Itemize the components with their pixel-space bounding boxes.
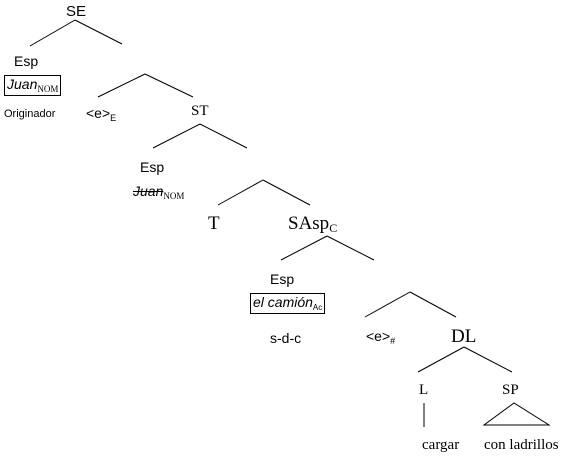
e-1-sub: E	[110, 113, 117, 123]
originador-label: Originador	[4, 108, 56, 120]
node-esp-1: Esp	[14, 53, 39, 69]
branch-se-left	[29, 19, 76, 47]
branch-sebar-left	[97, 73, 146, 98]
node-dl: DL	[451, 326, 477, 347]
word-cargar: cargar	[422, 437, 460, 453]
node-st: ST	[191, 103, 209, 119]
sp-triangle	[482, 402, 551, 426]
node-esp-2: Esp	[140, 159, 165, 175]
node-se: SE	[66, 3, 87, 20]
juan-1-sub: NOM	[37, 84, 59, 94]
node-sp: SP	[502, 382, 519, 398]
e-1-text: <e>	[86, 105, 111, 121]
branch-saspbar-right	[409, 291, 457, 318]
node-e-hash: <e>#	[366, 329, 395, 346]
phrase-con-ladrillos: con ladrillos	[484, 437, 559, 453]
camion-text: el camión	[253, 294, 313, 310]
node-l: L	[419, 382, 429, 398]
node-e-e: <e>E	[86, 106, 116, 123]
branch-se-right	[74, 19, 123, 45]
branch-sasp-left	[280, 235, 328, 261]
sasp-text: SAsp	[288, 213, 330, 234]
branch-stbar-left	[217, 179, 264, 206]
branch-dl-left	[417, 346, 465, 373]
sasp-sub: C	[329, 221, 338, 235]
juan-nom-struck: JuanNOM	[133, 184, 184, 201]
branch-dl-right	[463, 346, 513, 373]
branch-saspbar-left	[364, 291, 411, 318]
e-2-sub: #	[390, 336, 396, 346]
node-sasp: SAspC	[288, 214, 337, 234]
branch-sebar-right	[144, 73, 194, 98]
juan-nom-boxed: JuanNOM	[4, 75, 62, 96]
branch-sasp-right	[326, 235, 375, 261]
branch-st-left	[152, 123, 201, 149]
e-2-text: <e>	[366, 328, 391, 344]
juan-1-text: Juan	[7, 76, 38, 92]
node-t: T	[208, 213, 220, 234]
juan-2-text: Juan	[133, 183, 164, 199]
node-esp-3: Esp	[270, 271, 295, 287]
sdc-label: s-d-c	[270, 330, 302, 346]
branch-st-right	[199, 123, 248, 149]
juan-2-sub: NOM	[163, 191, 185, 201]
el-camion-boxed: el camiónAc	[250, 293, 326, 314]
branch-stbar-right	[262, 179, 311, 206]
camion-sub: Ac	[312, 303, 323, 312]
